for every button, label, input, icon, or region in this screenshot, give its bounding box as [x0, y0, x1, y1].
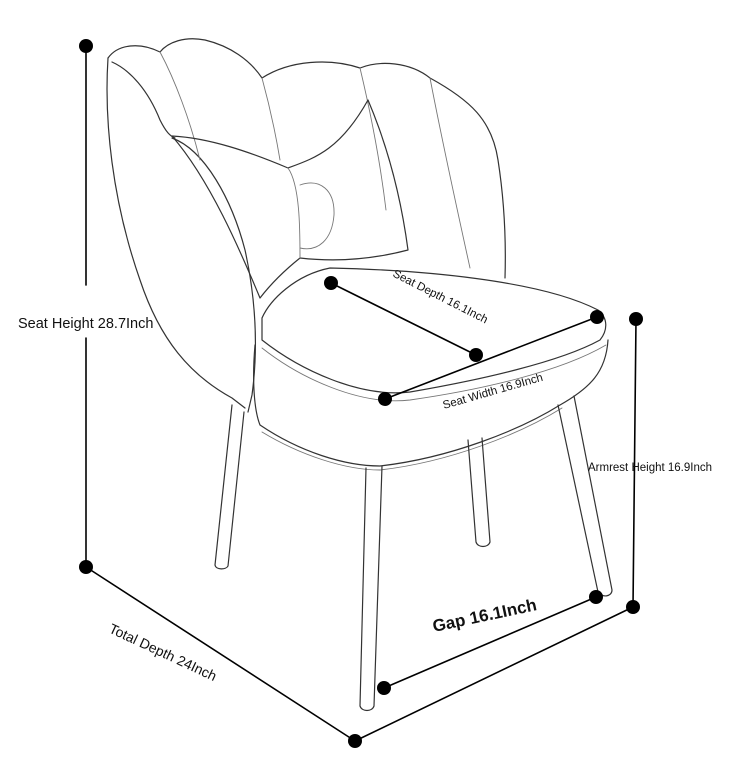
seat-height-dot-top: [79, 39, 93, 53]
seat-width-dot-right: [590, 310, 604, 324]
seat-depth-dot-back: [324, 276, 338, 290]
dimension-labels: Seat Height 28.7Inch Seat Depth 16.1Inch…: [18, 268, 712, 684]
seat-cushion-top: [261, 267, 607, 394]
chair-back-outline: [107, 38, 506, 279]
leg-back-right: [467, 437, 491, 548]
armrest-height-label: Armrest Height 16.9Inch: [588, 462, 712, 474]
chair-wing-inner: [171, 137, 256, 413]
seat-depth-dot-front: [469, 348, 483, 362]
gap-line: [383, 596, 597, 689]
gap-label: Gap 16.1Inch: [431, 595, 538, 636]
armrest-height-line: [632, 318, 637, 608]
armrest-height-dot: [629, 312, 643, 326]
chair-seam-3: [359, 67, 387, 211]
seat-depth-line: [330, 282, 477, 356]
total-depth-label: Total Depth 24Inch: [107, 620, 220, 684]
seat-width-line: [384, 316, 598, 400]
total-depth-line: [85, 566, 356, 742]
chair-seam-1: [159, 51, 201, 161]
dimension-lines: [79, 39, 643, 748]
seat-height-label: Seat Height 28.7Inch: [18, 316, 153, 332]
leg-front-right: [557, 395, 613, 597]
chair-left-wing: [106, 57, 246, 409]
chair-drawing: [106, 38, 613, 712]
lumbar-pillow: [171, 99, 409, 299]
seat-skirt: [253, 339, 609, 467]
gap-dot-right: [589, 590, 603, 604]
gap-dot-left: [377, 681, 391, 695]
seat-width-dot-left: [378, 392, 392, 406]
chair-wing-top: [111, 61, 176, 139]
seat-piping: [261, 344, 607, 402]
leg-front-left: [359, 465, 383, 712]
pillow-knot: [287, 167, 335, 259]
front-bottom-line: [354, 606, 634, 742]
seat-depth-label: Seat Depth 16.1Inch: [391, 268, 490, 326]
chair-seam-4: [429, 77, 471, 269]
chair-seam-2: [261, 77, 281, 161]
seat-skirt-seam: [261, 407, 563, 471]
leg-back-left: [214, 404, 245, 570]
